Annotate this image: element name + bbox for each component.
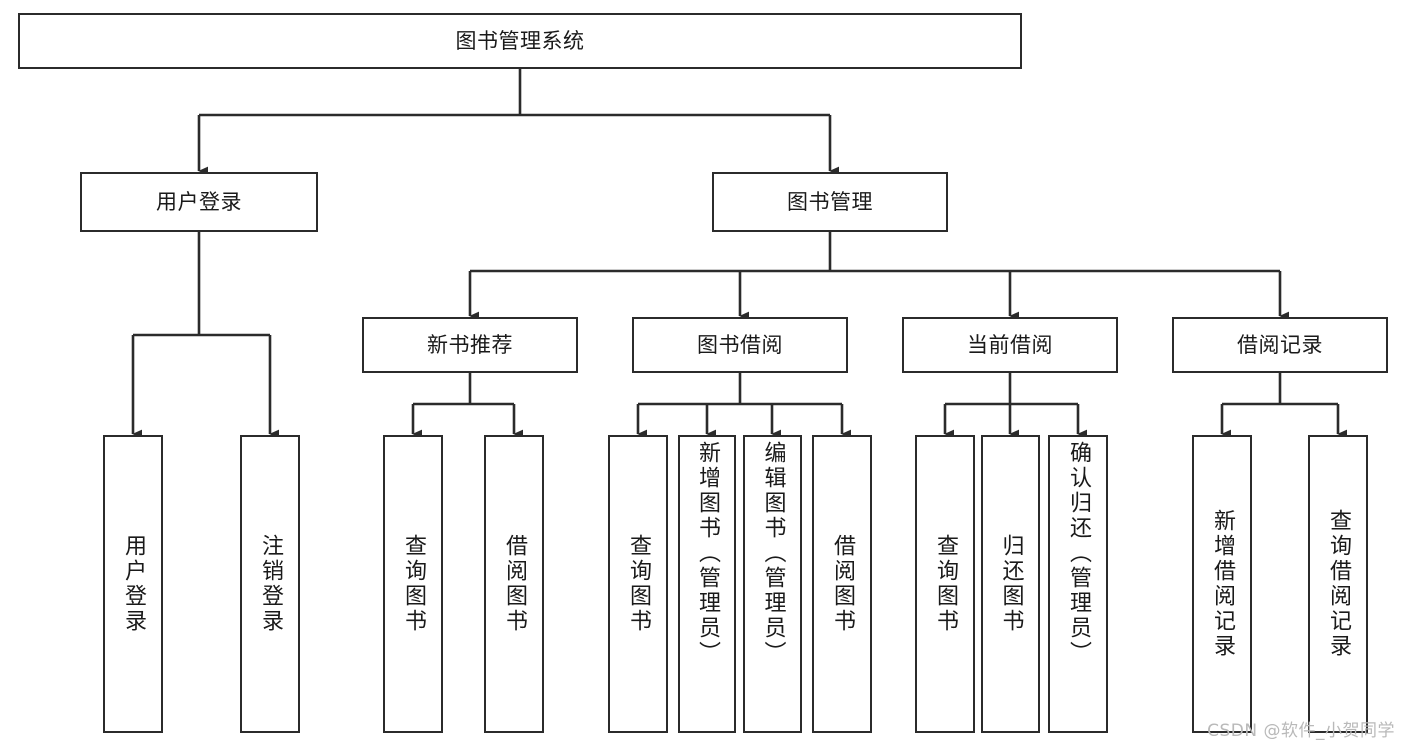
leaf-node-label: 借阅图书 bbox=[501, 534, 527, 634]
leaf-node-label: 查询借阅记录 bbox=[1325, 509, 1351, 659]
leaf-node-label: 注销登录 bbox=[257, 534, 283, 634]
leaf-node-借阅图书[interactable]: 借阅图书 bbox=[812, 435, 872, 733]
leaf-node-label: 确认归还（管理员） bbox=[1065, 441, 1091, 666]
leaf-node-注销登录[interactable]: 注销登录 bbox=[240, 435, 300, 733]
node-label: 用户登录 bbox=[156, 189, 242, 214]
node-label: 图书管理 bbox=[787, 189, 873, 214]
leaf-node-查询图书[interactable]: 查询图书 bbox=[915, 435, 975, 733]
leaf-node-查询图书[interactable]: 查询图书 bbox=[383, 435, 443, 733]
node-用户登录[interactable]: 用户登录 bbox=[80, 172, 318, 232]
leaf-node-label: 借阅图书 bbox=[829, 534, 855, 634]
node-label: 当前借阅 bbox=[967, 332, 1053, 357]
node-label: 新书推荐 bbox=[427, 332, 513, 357]
node-label: 图书借阅 bbox=[697, 332, 783, 357]
node-借阅记录[interactable]: 借阅记录 bbox=[1172, 317, 1388, 373]
leaf-node-确认归还-管理员-[interactable]: 确认归还（管理员） bbox=[1048, 435, 1108, 733]
leaf-node-新增图书-管理员-[interactable]: 新增图书（管理员） bbox=[678, 435, 736, 733]
leaf-node-新增借阅记录[interactable]: 新增借阅记录 bbox=[1192, 435, 1252, 733]
node-新书推荐[interactable]: 新书推荐 bbox=[362, 317, 578, 373]
leaf-node-label: 查询图书 bbox=[932, 534, 958, 634]
leaf-node-用户登录[interactable]: 用户登录 bbox=[103, 435, 163, 733]
node-当前借阅[interactable]: 当前借阅 bbox=[902, 317, 1118, 373]
leaf-node-label: 编辑图书（管理员） bbox=[760, 441, 786, 666]
node-root-label: 图书管理系统 bbox=[455, 28, 585, 53]
leaf-node-借阅图书[interactable]: 借阅图书 bbox=[484, 435, 544, 733]
node-label: 借阅记录 bbox=[1237, 332, 1323, 357]
node-图书管理[interactable]: 图书管理 bbox=[712, 172, 948, 232]
edges bbox=[131, 69, 1348, 439]
leaf-node-查询借阅记录[interactable]: 查询借阅记录 bbox=[1308, 435, 1368, 733]
leaf-node-编辑图书-管理员-[interactable]: 编辑图书（管理员） bbox=[743, 435, 802, 733]
leaf-node-label: 归还图书 bbox=[998, 534, 1024, 634]
leaf-node-查询图书[interactable]: 查询图书 bbox=[608, 435, 668, 733]
leaf-node-label: 用户登录 bbox=[120, 534, 146, 634]
leaf-node-label: 新增图书（管理员） bbox=[694, 441, 720, 666]
leaf-node-归还图书[interactable]: 归还图书 bbox=[981, 435, 1040, 733]
node-root[interactable]: 图书管理系统 bbox=[18, 13, 1022, 69]
leaf-node-label: 查询图书 bbox=[400, 534, 426, 634]
node-图书借阅[interactable]: 图书借阅 bbox=[632, 317, 848, 373]
leaf-node-label: 新增借阅记录 bbox=[1209, 509, 1235, 659]
leaf-node-label: 查询图书 bbox=[625, 534, 651, 634]
